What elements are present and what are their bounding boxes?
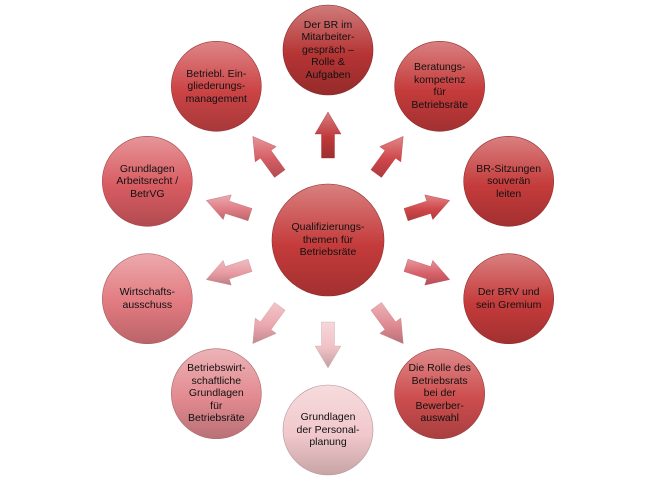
arrow-2 (403, 194, 451, 222)
arrow-1 (370, 136, 404, 178)
topic-circle-2 (463, 135, 555, 227)
arrow-9 (252, 136, 286, 178)
arrow-4 (370, 302, 404, 344)
arrow-0 (314, 111, 342, 159)
topic-circle-5 (282, 384, 374, 476)
topic-circle-3 (463, 253, 555, 345)
topic-circle-1 (394, 40, 485, 132)
arrow-5 (314, 321, 342, 369)
topic-circle-6 (171, 348, 262, 440)
arrow-7 (205, 258, 253, 286)
circles-layer (101, 4, 555, 476)
topic-circle-8 (101, 135, 193, 227)
arrow-6 (252, 302, 286, 344)
topic-circle-9 (171, 40, 262, 132)
arrows-layer (205, 111, 451, 369)
center-circle (271, 183, 385, 297)
arrow-3 (403, 258, 451, 286)
arrow-8 (205, 194, 253, 222)
topic-circle-4 (394, 348, 485, 440)
topic-circle-7 (101, 253, 193, 345)
topic-circle-0 (282, 4, 374, 96)
